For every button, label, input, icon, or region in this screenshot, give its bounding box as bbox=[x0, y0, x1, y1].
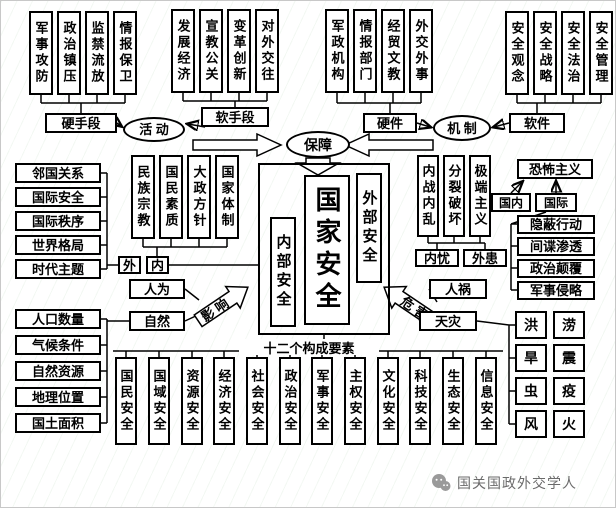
node-manmade-disaster: 人祸 bbox=[429, 279, 487, 299]
node-hardware: 硬件 bbox=[363, 113, 417, 133]
node-external-threat-3: 政治颠覆 bbox=[517, 259, 595, 278]
node-element-12: 信息安全 bbox=[475, 357, 497, 445]
node-hard-activity-2: 政治镇压 bbox=[57, 11, 81, 95]
node-software: 软件 bbox=[509, 113, 565, 133]
node-soft-activity-2: 宣教公关 bbox=[199, 9, 223, 93]
node-geo-factor-4: 地理位置 bbox=[15, 387, 101, 407]
node-soft-activity-1: 发展经济 bbox=[171, 9, 195, 93]
node-internal-env-4: 国家体制 bbox=[215, 155, 239, 239]
node-element-10: 科技安全 bbox=[409, 357, 431, 445]
node-hard-activity-4: 情报保卫 bbox=[113, 11, 137, 95]
node-internal-env-1: 民族宗教 bbox=[131, 155, 155, 239]
node-geo-factor-5: 国土面积 bbox=[15, 413, 101, 433]
node-guarantee: 保障 bbox=[286, 131, 350, 158]
node-hard-mech-2: 情报部门 bbox=[353, 9, 377, 93]
node-internal-env-3: 大政方针 bbox=[187, 155, 211, 239]
node-domestic-label: 国内 bbox=[491, 193, 531, 212]
node-disaster-insect: 虫 bbox=[515, 377, 547, 405]
node-disaster-quake: 震 bbox=[553, 344, 585, 372]
node-element-5: 社会安全 bbox=[246, 357, 268, 445]
twelve-elements-title: 十二个构成要素 bbox=[239, 339, 379, 356]
node-nei-label: 内 bbox=[146, 256, 169, 274]
node-soft-mech-3: 安全法治 bbox=[561, 11, 585, 95]
node-geo-factor-2: 气候条件 bbox=[15, 335, 101, 355]
node-center-frame bbox=[258, 163, 390, 335]
node-element-11: 生态安全 bbox=[442, 357, 464, 445]
node-hard-mech-1: 军政机构 bbox=[325, 9, 349, 93]
node-national-security-title: 国家安全 bbox=[304, 175, 350, 325]
node-soft-mech-2: 安全战略 bbox=[533, 11, 557, 95]
watermark: 国关国政外交学人 bbox=[431, 473, 577, 493]
node-mechanism-hub: 机 制 bbox=[433, 115, 491, 141]
node-hard-mech-3: 经贸文教 bbox=[381, 9, 405, 93]
node-internal-env-2: 国民素质 bbox=[159, 155, 183, 239]
node-soft-means: 软手段 bbox=[201, 107, 269, 127]
node-element-2: 国域安全 bbox=[148, 357, 170, 445]
node-element-4: 经济安全 bbox=[213, 357, 235, 445]
node-external-env-4: 世界格局 bbox=[15, 235, 101, 255]
node-external-env-1: 邻国关系 bbox=[15, 163, 101, 183]
node-external-threat-4: 军事侵略 bbox=[517, 281, 595, 300]
node-soft-activity-3: 变革创新 bbox=[227, 9, 251, 93]
node-activities-hub: 活 动 bbox=[123, 117, 185, 142]
node-disaster-waterlog: 涝 bbox=[553, 311, 585, 339]
node-external-env-5: 时代主题 bbox=[15, 259, 101, 279]
node-internal-threat-1: 内战内乱 bbox=[417, 155, 439, 237]
node-soft-activity-4: 对外交往 bbox=[255, 9, 279, 93]
node-internal-security: 内部安全 bbox=[270, 217, 296, 327]
node-element-8: 主权安全 bbox=[344, 357, 366, 445]
wechat-icon bbox=[432, 474, 451, 491]
node-internal-threat-2: 分裂破坏 bbox=[443, 155, 465, 237]
node-natural-influence: 自然 bbox=[129, 311, 185, 331]
node-hard-means: 硬手段 bbox=[45, 113, 117, 133]
node-disaster-flood: 洪 bbox=[515, 311, 547, 339]
node-external-threat-1: 隐蔽行动 bbox=[517, 215, 595, 234]
node-hard-activity-3: 监禁流放 bbox=[85, 11, 109, 95]
node-geo-factor-3: 自然资源 bbox=[15, 361, 101, 381]
node-element-6: 政治安全 bbox=[279, 357, 301, 445]
node-international-label: 国际 bbox=[535, 193, 577, 212]
node-geo-factor-1: 人口数量 bbox=[15, 309, 101, 329]
node-external-env-3: 国际秩序 bbox=[15, 211, 101, 231]
node-natural-disaster: 天灾 bbox=[419, 311, 477, 331]
node-element-9: 文化安全 bbox=[377, 357, 399, 445]
node-external-env-2: 国际安全 bbox=[15, 187, 101, 207]
node-external-threat-2: 间谍渗透 bbox=[517, 237, 595, 256]
influence-arrow: 影 响 bbox=[193, 285, 249, 328]
node-element-7: 军事安全 bbox=[311, 357, 333, 445]
node-internal-threat-3: 极端主义 bbox=[469, 155, 491, 237]
node-waihuan-label: 外患 bbox=[463, 249, 507, 267]
node-disaster-epidemic: 疫 bbox=[553, 377, 585, 405]
node-element-3: 资源安全 bbox=[181, 357, 203, 445]
node-soft-mech-1: 安全观念 bbox=[505, 11, 529, 95]
node-element-1: 国民安全 bbox=[115, 357, 137, 445]
node-disaster-wind: 风 bbox=[515, 410, 547, 438]
node-external-security: 外部安全 bbox=[356, 173, 382, 283]
node-wai-label: 外 bbox=[118, 256, 141, 274]
node-hard-mech-4: 外交外事 bbox=[409, 9, 433, 93]
node-terrorism: 恐怖主义 bbox=[517, 159, 593, 179]
node-hard-activity-1: 军事攻防 bbox=[29, 11, 53, 95]
node-soft-mech-4: 安全管理 bbox=[589, 11, 613, 95]
node-disaster-drought: 旱 bbox=[515, 344, 547, 372]
node-manmade-influence: 人为 bbox=[129, 279, 185, 299]
node-neiyou-label: 内忧 bbox=[415, 249, 459, 267]
node-disaster-fire: 火 bbox=[553, 410, 585, 438]
watermark-text: 国关国政外交学人 bbox=[457, 475, 577, 491]
